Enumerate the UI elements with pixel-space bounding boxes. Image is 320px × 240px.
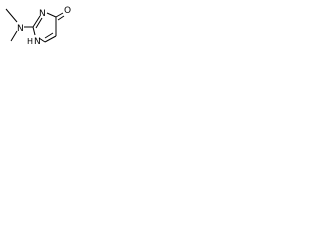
bond-methyl-upper	[5, 8, 18, 23]
atom-label-ring-n1: N	[34, 37, 41, 47]
atom-label-ring-n3: N	[39, 9, 46, 19]
bond-n1-c2	[32, 26, 36, 36]
bond-methyl-lower	[10, 30, 18, 42]
bond-c5-c6	[44, 35, 57, 43]
chemical-structure-diagram: N N H N O	[5, 6, 71, 47]
bond-c6-n1	[38, 37, 46, 43]
atom-label-dimethylamino-n: N	[17, 24, 24, 34]
atom-label-ring-n1-h: H	[27, 37, 33, 46]
bond-c2-n3-double	[35, 17, 43, 29]
bond-c4-o	[55, 12, 64, 18]
bond-n3-c4	[46, 12, 57, 18]
bond-c2-n3	[32, 15, 41, 28]
bond-c4-o-double	[57, 15, 65, 21]
atom-label-oxygen: O	[64, 6, 71, 16]
bond-c5-c6-double	[44, 32, 54, 39]
